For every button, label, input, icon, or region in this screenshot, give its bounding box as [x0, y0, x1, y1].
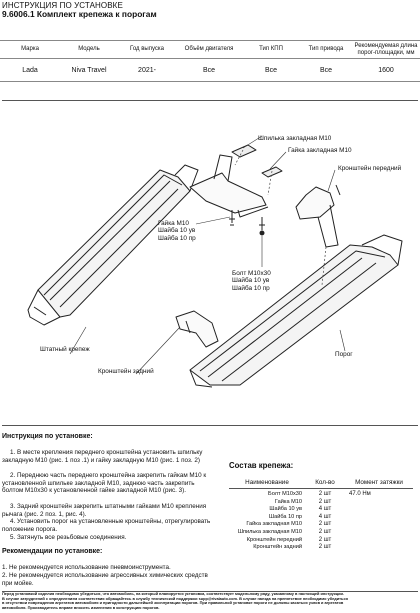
table-cell: 1600: [352, 58, 420, 82]
label-porog: Порог: [335, 351, 353, 358]
doc-title: ИНСТРУКЦИЯ ПО УСТАНОВКЕ: [2, 1, 123, 10]
installation-diagram: [27, 135, 403, 388]
label-bolt-group: Болт М10х30 Шайба 10 ув Шайба 10 пр: [232, 270, 271, 292]
left-sill-illustration: [27, 164, 199, 326]
table-cell: Все: [242, 58, 300, 82]
instruction-step: 1. В месте крепления переднего кронштейн…: [2, 449, 203, 464]
kit-col-header: Кол-во: [305, 477, 345, 489]
recommendation-item: 1. Не рекомендуется использование пневмо…: [2, 564, 171, 571]
front-bracket-left-illustration: [189, 154, 269, 218]
label-shtatnyi-krepezh: Штатный крепеж: [40, 346, 90, 353]
right-sill-illustration: [189, 234, 403, 388]
label-shpilka: Шпилька закладная М10: [258, 135, 332, 142]
instruction-step: 3. Задний кронштейн закрепить штатными г…: [2, 503, 207, 518]
front-bracket-right-illustration: [295, 184, 341, 248]
instructions-title: Инструкция по установке:: [2, 433, 93, 440]
table-cell: 2021-: [118, 58, 176, 82]
doc-subtitle: 9.6006.1 Комплект крепежа к порогам: [2, 9, 157, 19]
col-header: Модель: [60, 40, 118, 59]
footer-note: В случае затруднений с определением соот…: [2, 596, 348, 601]
bolt-parts-illustration: [229, 210, 265, 236]
vehicle-spec-table: Марка Модель Год выпуска Объём двигателя…: [0, 40, 420, 82]
label-gaika-group: Гайка М10 Шайба 10 ув Шайба 10 пр: [158, 220, 196, 242]
label-gaika-zakladnaya: Гайка закладная М10: [288, 147, 352, 154]
section-divider: [2, 591, 418, 592]
instruction-step: 2. Переднюю часть переднего кронштейна з…: [2, 472, 207, 495]
section-divider: [2, 100, 418, 101]
col-header: Тип привода: [300, 40, 352, 59]
section-divider: [2, 425, 418, 426]
recommendation-item: 2. Не рекомендуется использование агресс…: [2, 572, 208, 587]
table-cell: Niva Travel: [60, 58, 118, 82]
col-header: Марка: [0, 40, 60, 59]
label-kronshtein-zadnii: Кронштейн задний: [98, 368, 154, 375]
footer-note: автомобиля. Производитель вправе вносить…: [2, 605, 160, 610]
instruction-step: 5. Затянуть все резьбовые соединения.: [10, 534, 127, 541]
footer-note: в отсутствии повреждения агрегатов автом…: [2, 601, 344, 606]
kit-col-header: Наименование: [229, 477, 305, 489]
col-header: Рекомендуемая длина порог-площадки, мм: [352, 40, 420, 59]
table-cell: Lada: [0, 58, 60, 82]
label-kronshtein-perednii: Кронштейн передний: [338, 165, 402, 172]
kit-table: Наименование Кол-во Момент затяжки Болт …: [229, 477, 413, 552]
table-cell: Все: [300, 58, 352, 82]
mounting-plate-illustration: [231, 144, 283, 178]
col-header: Объём двигателя: [176, 40, 242, 59]
table-cell: Все: [176, 58, 242, 82]
kit-col-header: Момент затяжки: [345, 477, 413, 489]
rear-bracket-illustration: [175, 310, 219, 348]
kit-title: Состав крепежа:: [229, 461, 294, 470]
instruction-step: 4. Установить порог на установленные кро…: [2, 518, 211, 533]
recommendations-title: Рекомендации по установке:: [2, 548, 103, 555]
footer-note: Перед установкой изделия необходимо убед…: [2, 592, 345, 596]
col-header: Тип КПП: [242, 40, 300, 59]
col-header: Год выпуска: [118, 40, 176, 59]
